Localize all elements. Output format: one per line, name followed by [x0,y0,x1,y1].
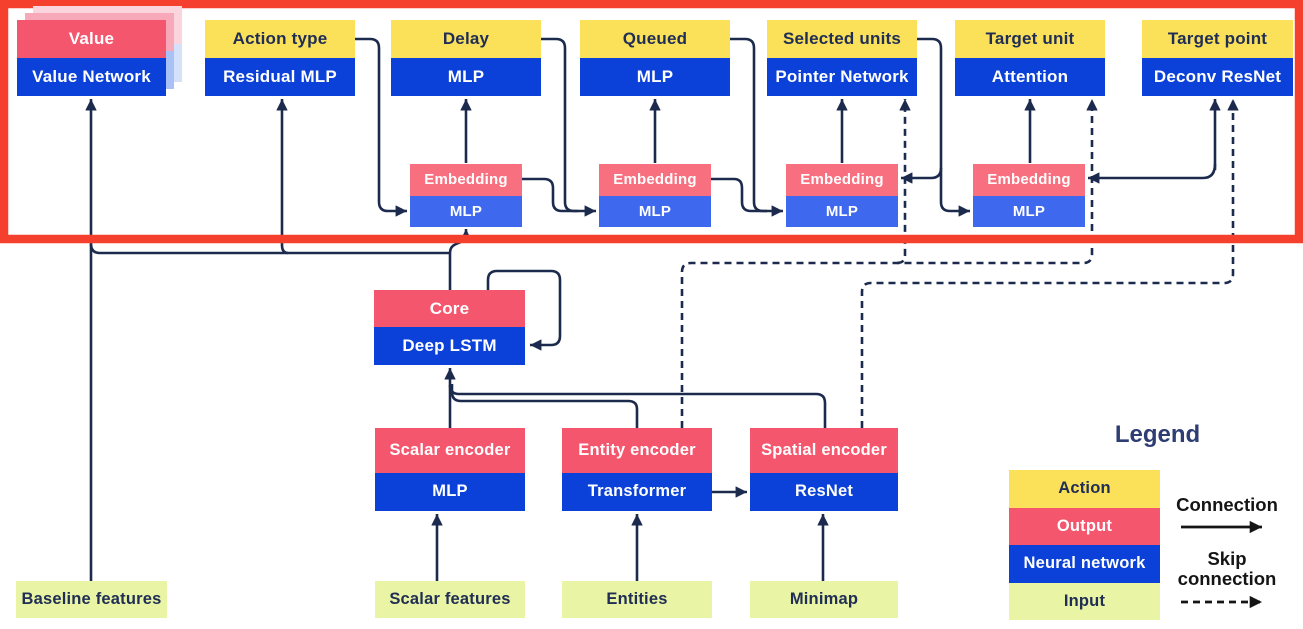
block-queued: Queued MLP [580,20,730,96]
scalar-encoder-label: Scalar encoder [375,428,525,473]
conn-spatial-to-lstm [448,384,827,429]
block-value: Value Value Network [17,20,166,96]
conn-selected-to-emb4 [917,37,970,217]
conn-entity-to-lstm [450,384,639,429]
conn-deconv-emb4-back [1088,163,1217,184]
conn-lstm-recurrent-loop [486,269,562,351]
block-entity-encoder: Entity encoder Transformer [562,428,712,511]
embedding-3-mlp-label: MLP [786,196,898,227]
block-target-unit: Target unit Attention [955,20,1105,96]
red-highlight-border [0,0,1303,244]
block-target-point-label: Target point [1142,20,1293,58]
block-target-point: Target point Deconv ResNet [1142,20,1293,96]
block-value-output-label: Value [17,20,166,58]
entity-encoder-label: Entity encoder [562,428,712,473]
skip-spatial-to-deconv [860,99,1239,428]
skip-entity-to-pointer [896,99,911,265]
legend-skip-label-line2: connection [1177,568,1277,589]
block-delay-mlp-label: MLP [391,58,541,96]
embedding-3-label: Embedding [786,164,898,196]
block-attention-label: Attention [955,58,1105,96]
block-deconv-resnet-label: Deconv ResNet [1142,58,1293,96]
block-spatial-encoder: Spatial encoder ResNet [750,428,898,511]
conn-core-bus-left [89,243,450,255]
legend-title: Legend [1114,421,1201,448]
spatial-encoder-label: Spatial encoder [750,428,898,473]
block-embedding-1: Embedding MLP [410,164,522,227]
conn-actiontype-to-emb1 [355,37,407,217]
block-baseline-features: Baseline features [16,581,167,618]
legend-connection-label: Connection [1176,494,1278,515]
block-embedding-3: Embedding MLP [786,164,898,227]
skip-entity-to-attention [680,99,1098,428]
legend-key: Action Output Neural network Input [1009,470,1160,620]
core-label: Core [374,290,525,327]
block-core: Core Deep LSTM [374,290,525,365]
deep-lstm-label: Deep LSTM [374,327,525,365]
embedding-2-mlp-label: MLP [599,196,711,227]
entities-label: Entities [562,581,712,618]
scalar-features-label: Scalar features [375,581,525,618]
legend-network-swatch: Neural network [1009,545,1160,583]
embedding-1-mlp-label: MLP [410,196,522,227]
embedding-2-label: Embedding [599,164,711,196]
conn-emb1-out [522,177,578,213]
legend-action-swatch: Action [1009,470,1160,508]
conn-selected-to-emb3-back [901,167,943,184]
block-value-network-label: Value Network [17,58,166,96]
minimap-label: Minimap [750,581,898,618]
block-action-type-label: Action type [205,20,355,58]
block-scalar-features: Scalar features [375,581,525,618]
legend-output-swatch: Output [1009,508,1160,545]
block-action-type: Action type Residual MLP [205,20,355,96]
baseline-features-label: Baseline features [16,581,167,618]
block-delay-label: Delay [391,20,541,58]
legend-skip-label-line1: Skip [1207,548,1247,569]
block-embedding-2: Embedding MLP [599,164,711,227]
resnet-label: ResNet [750,473,898,511]
block-entities: Entities [562,581,712,618]
transformer-label: Transformer [562,473,712,511]
block-queued-label: Queued [580,20,730,58]
scalar-encoder-mlp-label: MLP [375,473,525,511]
block-minimap: Minimap [750,581,898,618]
block-residual-mlp-label: Residual MLP [205,58,355,96]
conn-bus-to-residual-mlp [276,99,289,255]
embedding-4-mlp-label: MLP [973,196,1085,227]
block-selected-units-label: Selected units [767,20,917,58]
block-selected-units: Selected units Pointer Network [767,20,917,96]
block-target-unit-label: Target unit [955,20,1105,58]
legend-input-swatch: Input [1009,583,1160,620]
embedding-4-label: Embedding [973,164,1085,196]
block-scalar-encoder: Scalar encoder MLP [375,428,525,511]
block-queued-mlp-label: MLP [580,58,730,96]
block-embedding-4: Embedding MLP [973,164,1085,227]
block-pointer-network-label: Pointer Network [767,58,917,96]
conn-emb2-out [711,177,767,213]
embedding-1-label: Embedding [410,164,522,196]
block-delay: Delay MLP [391,20,541,96]
